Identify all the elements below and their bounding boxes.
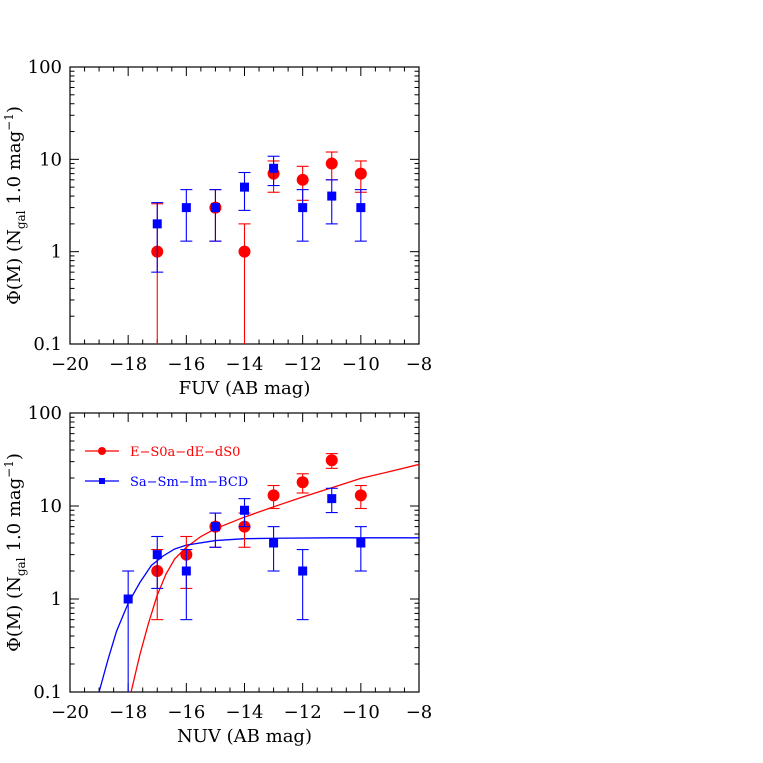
data-point-circle	[296, 173, 309, 186]
y-axis-label: Φ(M) (Ngal 1.0 mag−1)	[2, 453, 28, 652]
y-axis-label-subscript: gal	[14, 557, 28, 576]
data-point-square	[356, 538, 366, 548]
y-tick-label: 0.1	[33, 682, 62, 703]
data-point-circle	[296, 476, 309, 489]
x-tick-label: −12	[284, 354, 322, 375]
data-point-square	[298, 203, 308, 213]
data-point-circle	[238, 245, 251, 258]
y-tick-label: 10	[39, 149, 62, 170]
y-axis-label-unit: 1.0 mag	[4, 131, 25, 205]
y-axis-label-superscript: −1	[2, 460, 16, 478]
legend-label: Sa−Sm−Im−BCD	[130, 475, 248, 490]
plot-data-layer	[151, 151, 367, 344]
data-point-square	[240, 505, 249, 515]
x-tick-label: −12	[284, 702, 322, 723]
data-point-square	[181, 566, 191, 576]
y-axis-label-main: Φ(M) (N	[4, 229, 25, 305]
x-tick-label: −16	[167, 702, 205, 723]
data-point-square	[210, 203, 220, 213]
y-axis-label-unit: 1.0 mag	[4, 478, 25, 552]
x-tick-label: −14	[226, 354, 264, 375]
data-point-square	[327, 191, 337, 201]
data-point-circle	[325, 454, 338, 467]
x-tick-label: −20	[51, 354, 89, 375]
model-fit-curve	[98, 537, 419, 692]
y-axis-label-close: )	[4, 106, 25, 113]
model-fit-curve	[130, 463, 419, 692]
data-point-circle	[354, 167, 367, 180]
x-tick-label: −8	[406, 702, 433, 723]
data-point-circle	[354, 489, 367, 502]
x-tick-label: −10	[342, 354, 380, 375]
y-tick-label: 0.1	[33, 334, 62, 355]
data-point-circle	[267, 489, 280, 502]
data-point-square	[356, 203, 366, 213]
legend-label: E−S0a−dE−dS0	[130, 445, 240, 460]
x-tick-label: −18	[109, 702, 147, 723]
x-tick-label: −10	[342, 702, 380, 723]
plot-frame	[69, 412, 420, 693]
x-tick-label: −20	[51, 702, 89, 723]
plot-data-layer	[98, 453, 419, 692]
data-point-square	[181, 203, 191, 213]
y-axis-label-superscript: −1	[2, 113, 16, 131]
y-axis-label-main: Φ(M) (N	[4, 576, 25, 652]
y-tick-label: 10	[39, 496, 62, 517]
data-point-square	[298, 566, 308, 576]
x-axis-label: NUV (AB mag)	[177, 726, 312, 747]
y-tick-label: 1	[51, 589, 62, 610]
data-point-square	[152, 219, 162, 229]
x-tick-label: −14	[226, 702, 264, 723]
data-point-circle	[325, 157, 338, 170]
data-point-square	[210, 522, 220, 532]
y-axis-label-close: )	[4, 453, 25, 460]
data-point-square	[327, 494, 337, 504]
x-axis-label: FUV (AB mag)	[179, 378, 311, 399]
data-point-square	[240, 182, 249, 192]
data-point-square	[123, 594, 133, 604]
x-tick-label: −18	[109, 354, 147, 375]
data-point-square	[152, 550, 162, 560]
y-tick-label: 1	[51, 242, 62, 263]
data-point-square	[269, 163, 279, 173]
legend-marker-square	[99, 478, 105, 484]
y-tick-label: 100	[28, 57, 62, 78]
data-point-square	[269, 538, 279, 548]
x-tick-label: −8	[406, 354, 433, 375]
y-tick-label: 100	[28, 403, 62, 424]
y-axis-label: Φ(M) (Ngal 1.0 mag−1)	[2, 106, 28, 305]
legend-marker-circle	[98, 447, 106, 455]
y-axis-label-subscript: gal	[14, 210, 28, 229]
x-tick-label: −16	[167, 354, 205, 375]
